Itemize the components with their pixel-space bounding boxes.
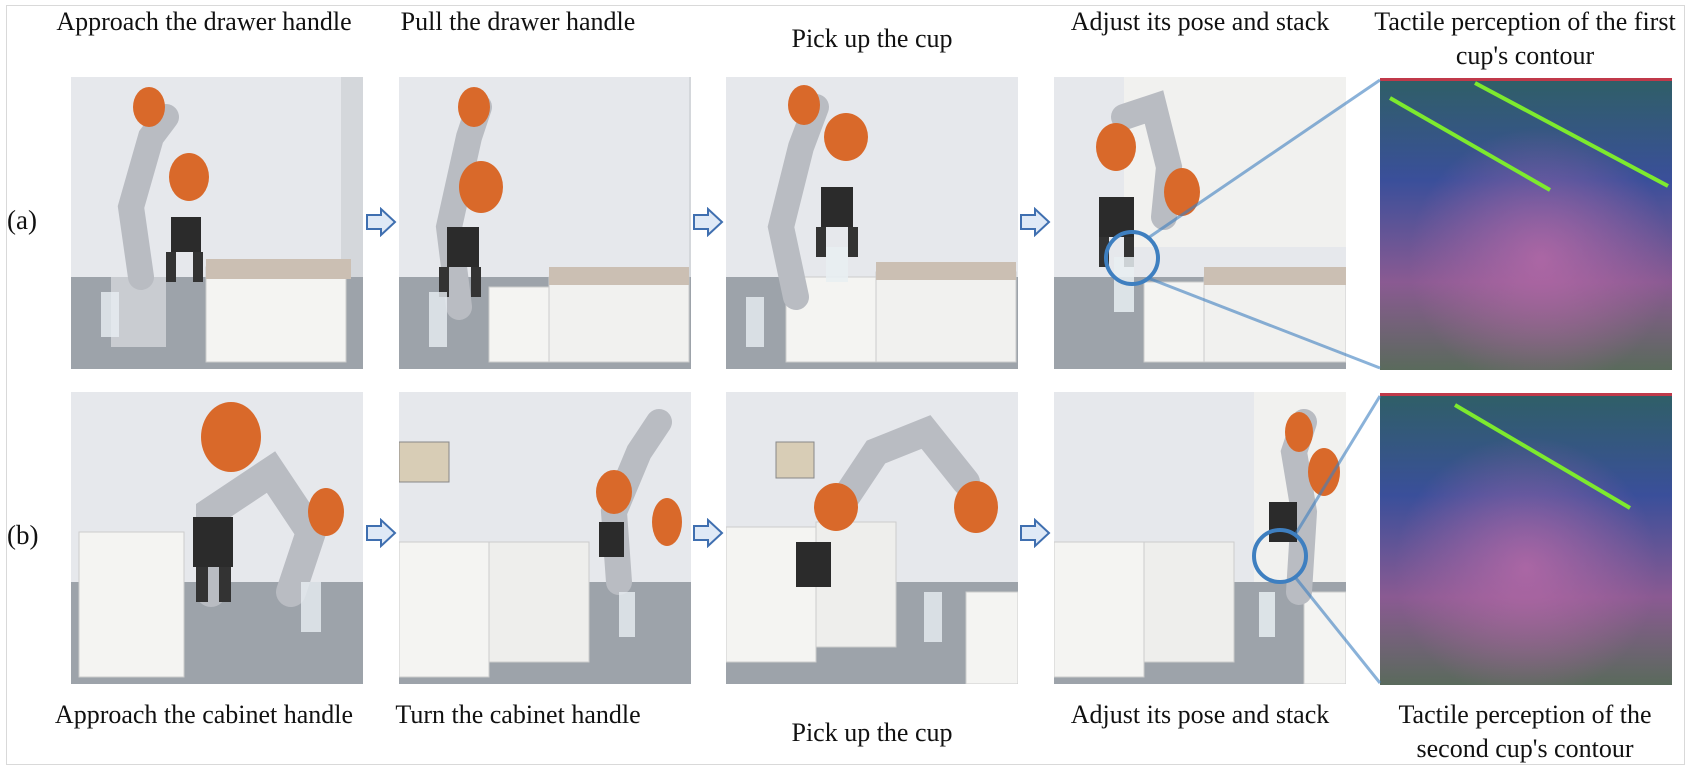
photo-a3-pick-up-cup: [726, 77, 1018, 369]
row-label-b: (b): [7, 520, 39, 550]
tactile-image-first-cup: [1380, 78, 1672, 370]
photo-a2-pull-drawer: [399, 77, 691, 369]
caption-a4: Adjust its pose and stack: [1070, 7, 1330, 36]
photo-b2-turn-cabinet: [399, 392, 691, 684]
row-label-a: (a): [7, 205, 37, 235]
caption-b3: Pick up the cup: [791, 718, 953, 747]
caption-b1: Approach the cabinet handle: [54, 700, 354, 729]
photo-b3-pick-up-cup: [726, 392, 1018, 684]
photo-b4-adjust-pose-stack: [1054, 392, 1346, 684]
photo-b1-approach-cabinet: [71, 392, 363, 684]
caption-a2: Pull the drawer handle: [400, 7, 636, 36]
arrow-right-icon: [366, 207, 397, 237]
caption-a5: Tactile perception of the first cup's co…: [1374, 7, 1676, 70]
arrow-right-icon: [693, 518, 724, 548]
tactile-image-second-cup: [1380, 393, 1672, 685]
caption-b5: Tactile perception of the second cup's c…: [1398, 700, 1652, 763]
arrow-right-icon: [1020, 518, 1051, 548]
arrow-right-icon: [693, 207, 724, 237]
caption-b4: Adjust its pose and stack: [1070, 700, 1330, 729]
caption-a3: Pick up the cup: [791, 24, 953, 53]
arrow-right-icon: [1020, 207, 1051, 237]
figure-frame: [6, 5, 1685, 765]
arrow-right-icon: [366, 518, 397, 548]
caption-b2: Turn the cabinet handle: [395, 700, 641, 729]
caption-a1: Approach the drawer handle: [56, 7, 352, 36]
photo-a4-adjust-pose-stack: [1054, 77, 1346, 369]
photo-a1-approach-drawer: [71, 77, 363, 369]
